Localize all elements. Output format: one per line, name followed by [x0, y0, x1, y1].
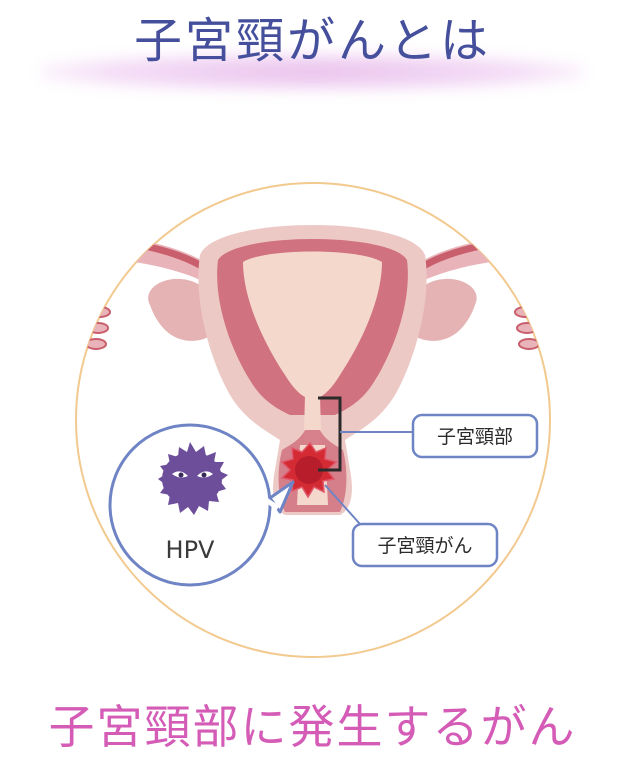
label-cervical-cancer-text: 子宮頸がん [377, 535, 472, 557]
cervix-bracket [318, 396, 342, 472]
label-cervix-text: 子宮頸部 [437, 426, 513, 448]
virus-icon [158, 442, 228, 515]
hpv-label: HPV [166, 536, 216, 564]
cancer-leader-line [324, 484, 361, 525]
tumor-icon [280, 441, 338, 499]
label-cervical-cancer: 子宮頸がん [351, 522, 499, 568]
title-area: 子宮頸がんとは [0, 0, 625, 110]
label-cervix: 子宮頸部 [411, 413, 539, 459]
subtitle: 子宮頸部に発生するがん [48, 700, 577, 754]
title-highlight [40, 52, 585, 92]
page-title: 子宮頸がんとは [133, 13, 491, 69]
hpv-callout: HPV [108, 423, 295, 587]
